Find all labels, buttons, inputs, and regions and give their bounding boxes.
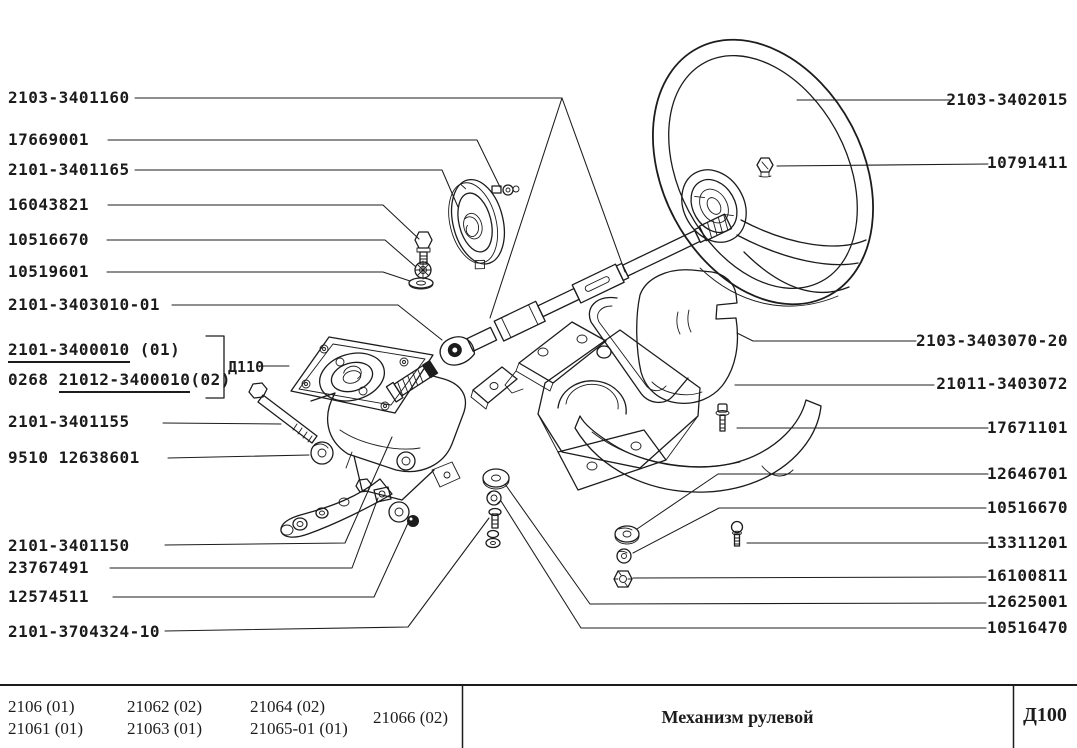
- horn-contact-ring: [448, 178, 506, 270]
- callout-10516670-right: 10516670: [986, 498, 1068, 517]
- callout-12625001: 12625001: [986, 592, 1068, 611]
- model-cell-21063: 21063 (01): [127, 719, 203, 738]
- model-cell-21064: 21064 (02): [250, 697, 326, 716]
- callout-10519601: 10519601: [8, 262, 90, 281]
- variant-line1-note: (01): [129, 340, 181, 359]
- worm-shaft-stub: [385, 359, 439, 403]
- steering-gear-box: [280, 336, 467, 538]
- callout-2103-3402015: 2103-3402015: [946, 90, 1068, 109]
- callout-2103-3401160: 2103-3401160: [8, 88, 130, 107]
- column-bracket: [470, 296, 701, 491]
- callout-2101-3704324-10: 2101-3704324-10: [8, 622, 160, 641]
- model-cell-21066: 21066 (02): [373, 708, 449, 727]
- callout-variant-line2: 0268 21012-3400010(02): [8, 370, 231, 393]
- callout-10516470: 10516470: [986, 618, 1068, 637]
- model-cell-21065-01: 21065-01 (01): [250, 719, 348, 738]
- model-cell-21062: 21062 (02): [127, 697, 203, 716]
- variant-line2-number: 21012-3400010: [58, 370, 191, 393]
- leader-lines: [106, 97, 989, 632]
- callout-10791411: 10791411: [986, 153, 1068, 172]
- callout-23767491: 23767491: [8, 558, 90, 577]
- callout-2101-3401155: 2101-3401155: [8, 412, 130, 431]
- callout-12646701: 12646701: [986, 464, 1068, 483]
- variant-line2-prefix: 0268: [8, 370, 59, 389]
- nut-10516470: [486, 490, 502, 506]
- callout-13311201: 13311201: [986, 533, 1068, 552]
- model-cell-21061: 21061 (01): [8, 719, 84, 738]
- washer-12625001: [482, 468, 510, 490]
- callout-16100811: 16100811: [986, 566, 1068, 585]
- detail-ref-d110: Д110: [228, 358, 265, 376]
- callout-2101-3401165: 2101-3401165: [8, 160, 130, 179]
- pitman-arm: [280, 478, 393, 538]
- callout-21011-3403072: 21011-3403072: [936, 374, 1068, 393]
- variant-line2-note: (02): [190, 370, 231, 389]
- callout-17669001: 17669001: [8, 130, 90, 149]
- washer-12646701: [614, 525, 640, 545]
- model-cell-2106: 2106 (01): [8, 697, 75, 716]
- variant-group-bracket: [205, 335, 290, 399]
- sheet-title: Механизм рулевой: [661, 707, 814, 727]
- callout-17671101: 17671101: [986, 418, 1068, 437]
- callout-16043821: 16043821: [8, 195, 90, 214]
- washer-12638601: [310, 441, 334, 465]
- bolt-2101-3401155: [248, 382, 318, 444]
- bolt-16043821: [414, 231, 433, 265]
- star-washer-10516670: [414, 260, 432, 280]
- callout-2101-3401150: 2101-3401150: [8, 536, 130, 555]
- title-block-rules: [0, 684, 1077, 748]
- callout-12574511: 12574511: [8, 587, 90, 606]
- hex-nut-16100811: [613, 570, 633, 588]
- callout-10516670-left: 10516670: [8, 230, 90, 249]
- wheel-nut: [756, 157, 774, 178]
- variant-line1-number: 2101-3400010: [8, 340, 130, 363]
- callout-9510-12638601: 9510 12638601: [8, 448, 140, 467]
- bolt-13311201: [730, 520, 744, 547]
- sheet-code: Д100: [1023, 704, 1067, 726]
- flat-washer-10519601: [408, 277, 434, 290]
- steering-shaft: [439, 213, 733, 366]
- washer-10516670-right: [616, 548, 632, 564]
- screw-2101-3704324: [485, 507, 502, 549]
- bolt-17671101: [715, 403, 730, 432]
- callout-variant-line1: 2101-3400010 (01): [8, 340, 180, 363]
- upper-shroud: [636, 269, 739, 404]
- pitman-ball-joint: [355, 478, 419, 527]
- callout-2103-3403070-20: 2103-3403070-20: [916, 331, 1068, 350]
- contact-ring-screw: [491, 184, 520, 196]
- callout-2101-3403010-01: 2101-3403010-01: [8, 295, 160, 314]
